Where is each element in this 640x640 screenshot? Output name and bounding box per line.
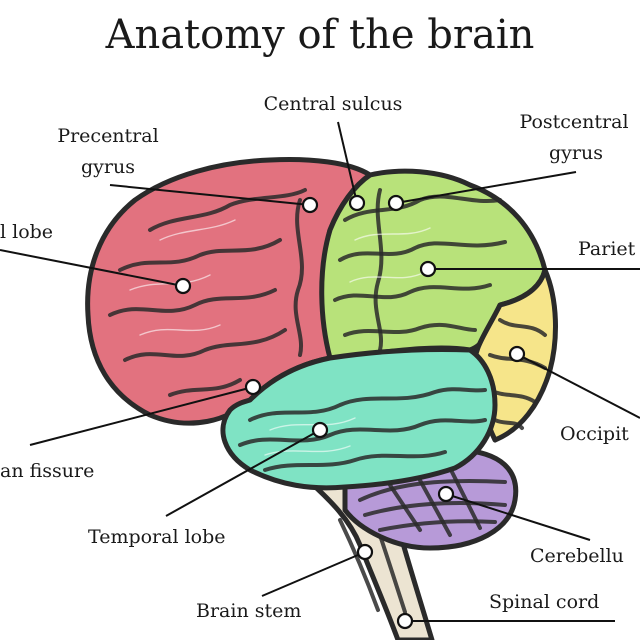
postcentral-gyrus-leader <box>395 171 577 204</box>
precentral-gyrus-leader <box>109 184 311 206</box>
cerebellum-label: Cerebellu <box>530 545 624 567</box>
frontal-lobe-leader <box>0 249 184 287</box>
cerebellum-leader <box>445 493 591 541</box>
brain-stem-marker <box>356 543 374 561</box>
postcentral-gyrus-marker <box>387 194 405 212</box>
frontal-lobe-label: l lobe <box>0 221 53 243</box>
parietal-lobe-marker <box>419 260 437 278</box>
temporal-lobe-label: Temporal lobe <box>88 526 226 548</box>
spinal-cord-label: Spinal cord <box>489 591 599 613</box>
precentral-gyrus-label-line2: gyrus <box>81 156 135 178</box>
precentral-gyrus-marker <box>301 196 319 214</box>
occipital-lobe-leader <box>516 353 640 419</box>
occipital-lobe-label: Occipit <box>560 423 629 445</box>
occipital-lobe-marker <box>508 345 526 363</box>
brain-stem-label: Brain stem <box>196 600 301 622</box>
frontal-lobe-marker <box>174 277 192 295</box>
diagram-title: Anatomy of the brain <box>105 12 535 58</box>
sylvian-fissure-marker <box>244 378 262 396</box>
temporal-lobe-region <box>220 346 498 491</box>
central-sulcus-marker <box>348 194 366 212</box>
central-sulcus-label: Central sulcus <box>264 93 403 115</box>
central-sulcus-leader <box>337 121 358 204</box>
spinal-cord-marker <box>396 612 414 630</box>
brain-stem-leader <box>261 551 366 597</box>
sylvian-fissure-leader <box>29 386 254 446</box>
postcentral-gyrus-label-line1: Postcentral <box>519 111 628 133</box>
sylvian-fissure-label: an fissure <box>0 460 94 482</box>
cerebellum-marker <box>437 485 455 503</box>
temporal-lobe-marker <box>311 421 329 439</box>
parietal-lobe-label: Pariet <box>578 238 636 260</box>
temporal-lobe-leader <box>165 429 321 517</box>
precentral-gyrus-label-line1: Precentral <box>57 125 158 147</box>
postcentral-gyrus-label-line2: gyrus <box>549 142 603 164</box>
